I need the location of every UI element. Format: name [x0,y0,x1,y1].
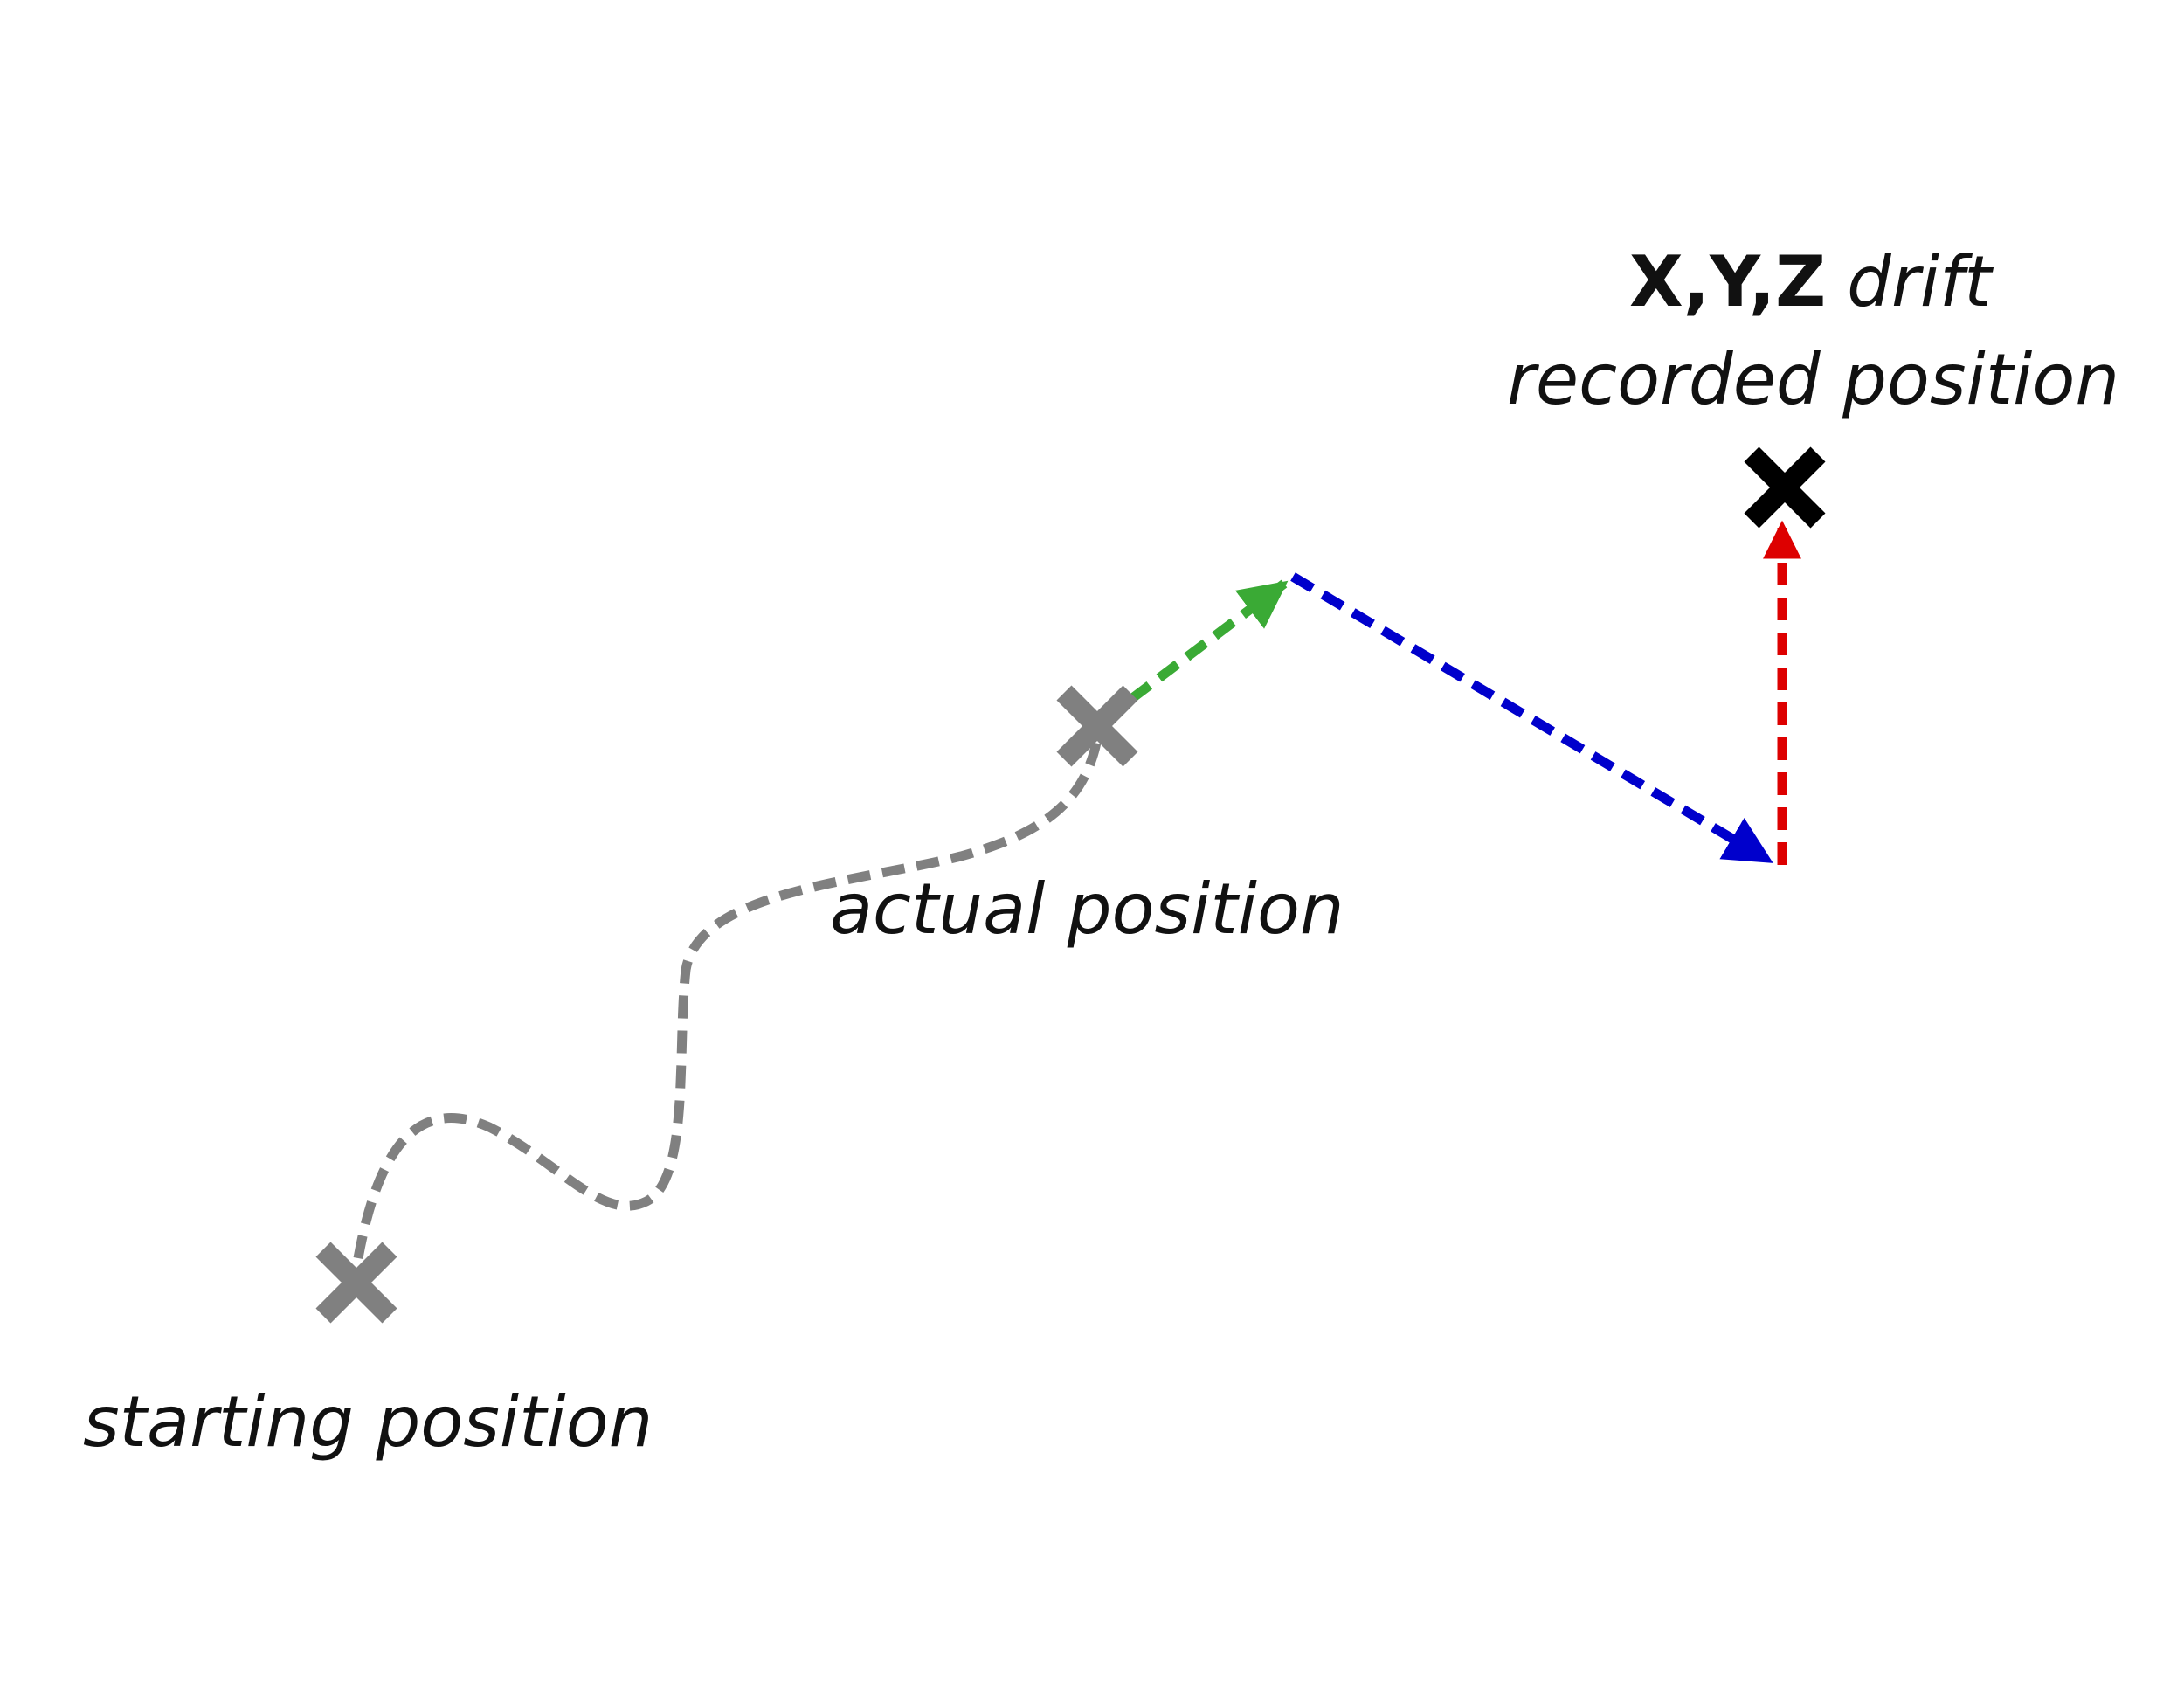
actual-marker-x-mark-icon [1056,685,1138,767]
drift-arrow-x [1128,579,1289,703]
starting-position-label: starting position [83,1381,653,1463]
drift-axes-label: X,Y,Z [1629,241,1826,322]
drift-arrow-y [1290,572,1773,865]
actual-position-label: actual position [830,868,1344,950]
drift-title: X,Y,Z drift [1629,241,1994,322]
start-marker-x-mark-icon [315,1242,397,1324]
movement-path [353,741,1102,1259]
recorded-position-label: recorded position [1507,339,2119,420]
drift-word-label: drift [1847,241,1994,322]
recorded-marker-x-mark-icon [1744,446,1826,529]
